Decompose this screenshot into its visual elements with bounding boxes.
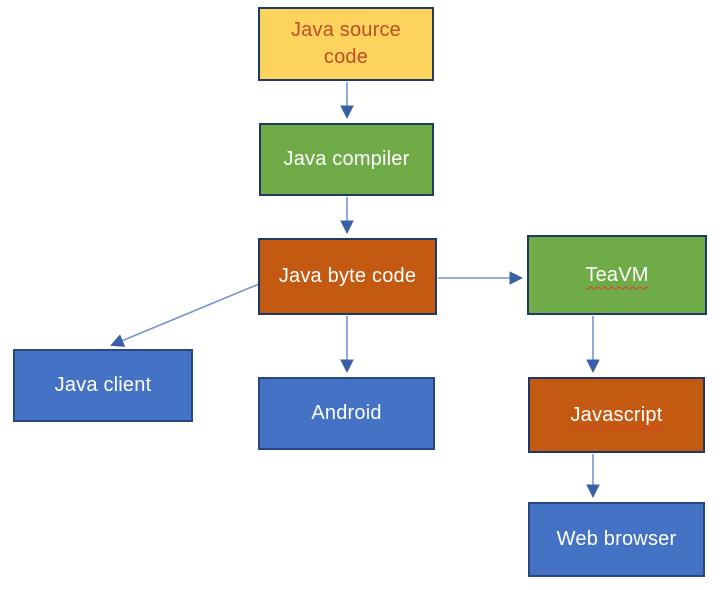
arrow-java-byte-code-to-java-client (110, 283, 260, 347)
node-javascript: Javascript (528, 377, 705, 453)
node-android: Android (258, 377, 435, 450)
node-web-browser: Web browser (528, 502, 705, 577)
node-javascript-label: Javascript (570, 403, 663, 426)
node-java-client: Java client (13, 349, 193, 422)
node-java-byte-code: Java byte code (258, 238, 437, 315)
node-java-source-code: Java source code (258, 7, 434, 81)
node-teavm-label: TeaVM (585, 263, 649, 286)
node-teavm: TeaVM (527, 235, 707, 315)
node-java-compiler-label: Java compiler (283, 148, 410, 170)
node-java-byte-code-label: Java byte code (278, 265, 417, 287)
node-android-label: Android (311, 402, 382, 424)
node-java-source-code-label: Java source code (290, 19, 402, 68)
node-java-client-label: Java client (54, 374, 152, 396)
node-java-compiler: Java compiler (259, 123, 434, 196)
node-web-browser-label: Web browser (556, 528, 677, 550)
